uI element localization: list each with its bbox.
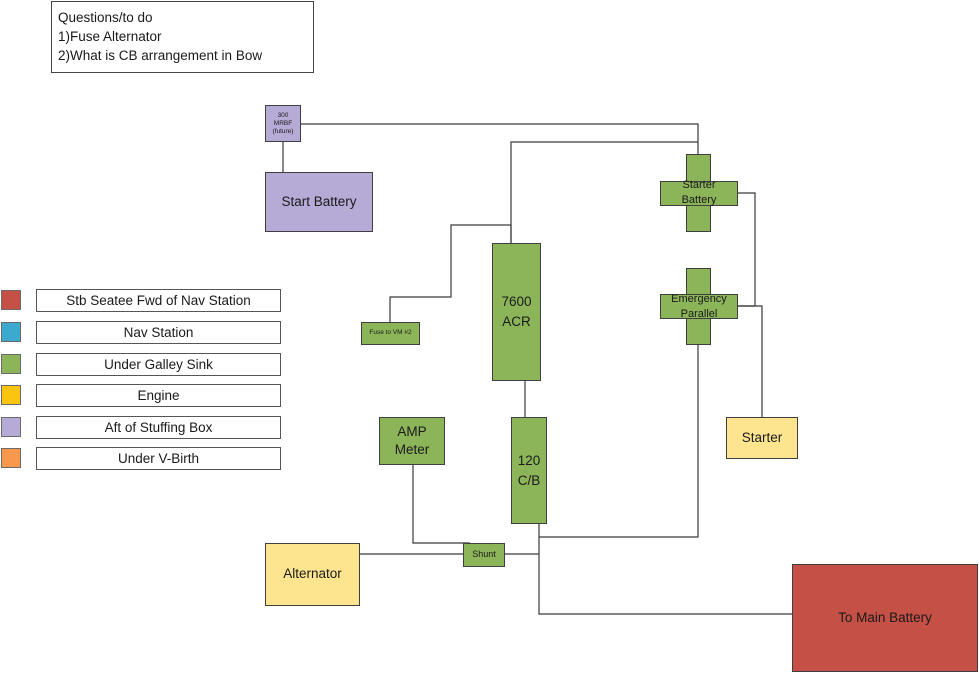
legend-swatch-green (1, 354, 21, 374)
starter-label: Starter (741, 429, 783, 445)
alternator: Alternator (265, 543, 360, 606)
starter-battery-switch-label: Starter Battery (681, 179, 717, 206)
acr-7600: 7600 ACR (492, 243, 541, 381)
legend-swatch-purple (1, 417, 21, 437)
wire-emergency-to-cb (539, 345, 699, 538)
starter-battery-switch-center (686, 182, 711, 205)
notes-item-1: 1)Fuse Alternator (58, 29, 162, 44)
legend-label: Stb Seatee Fwd of Nav Station (36, 289, 281, 312)
acr-label: 7600 ACR (501, 294, 532, 329)
alternator-label: Alternator (283, 566, 342, 582)
legend-label: Under V-Birth (36, 447, 281, 470)
start-battery-label: Start Battery (281, 193, 357, 209)
legend-swatch-yellow (1, 385, 21, 405)
amp-meter: AMP Meter (379, 417, 445, 465)
legend-label: Engine (36, 384, 281, 407)
fuse-vm-label: Fuse to VM #2 (369, 329, 412, 337)
amp-meter-label: AMP Meter (394, 424, 430, 457)
cb-label: 120 C/B (517, 452, 541, 488)
starter: Starter (726, 417, 798, 459)
emergency-parallel-switch-label: Emergency Parallel (671, 293, 727, 320)
notes-box: Questions/to do 1)Fuse Alternator 2)What… (51, 1, 314, 73)
notes-item-2: 2)What is CB arrangement in Bow (58, 48, 263, 63)
legend-swatch-red (1, 290, 21, 310)
start-battery: Start Battery (265, 172, 373, 232)
shunt: Shunt (463, 543, 505, 567)
mrbf-label: 300 MRBF (future) (272, 111, 294, 135)
main-battery-label: To Main Battery (838, 609, 932, 625)
legend-label: Under Galley Sink (36, 353, 281, 376)
wire-amp-to-shunt (412, 465, 470, 544)
legend-swatch-orange (1, 448, 21, 468)
legend-label: Nav Station (36, 321, 281, 344)
mrbf-fuse: 300 MRBF (future) (265, 105, 301, 142)
emergency-parallel-switch-center (686, 295, 711, 318)
legend-swatch-blue (1, 322, 21, 342)
notes-title: Questions/to do (58, 10, 153, 25)
legend-label: Aft of Stuffing Box (36, 416, 281, 439)
wire-cb-to-main-battery (538, 524, 792, 615)
fuse-vm: Fuse to VM #2 (361, 322, 420, 345)
circuit-breaker-120: 120 C/B (511, 417, 547, 524)
shunt-label: Shunt (472, 549, 496, 560)
wire-mrbf-to-starter-battery (301, 123, 699, 154)
main-battery: To Main Battery (792, 564, 978, 672)
